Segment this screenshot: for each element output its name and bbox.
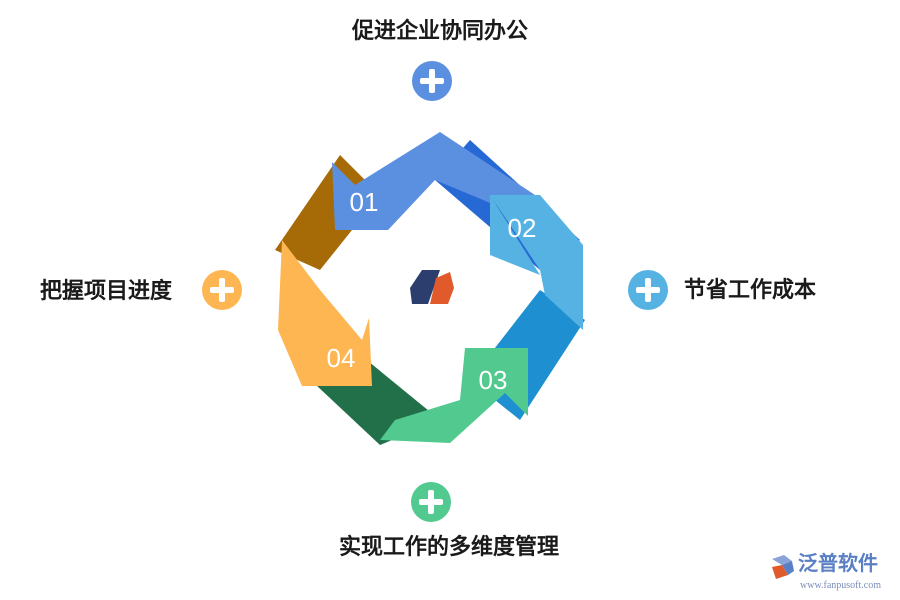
label-02: 节省工作成本 bbox=[684, 278, 817, 303]
watermark: 泛普软件 www.fanpusoft.com bbox=[768, 551, 893, 597]
arrow-04 bbox=[278, 240, 372, 386]
watermark-name: 泛普软件 bbox=[798, 551, 878, 575]
label-01: 促进企业协同办公 bbox=[352, 19, 529, 44]
arrow-02 bbox=[490, 195, 583, 330]
label-04: 把握项目进度 bbox=[40, 279, 173, 304]
number-04: 04 bbox=[327, 343, 356, 373]
plus-icon-02 bbox=[628, 270, 668, 310]
number-02: 02 bbox=[508, 213, 537, 243]
plus-icon-01 bbox=[412, 61, 452, 101]
center-logo-icon bbox=[410, 270, 454, 304]
arrow-01 bbox=[332, 132, 535, 230]
number-01: 01 bbox=[350, 187, 379, 217]
watermark-logo-icon bbox=[772, 555, 794, 579]
plus-icon-03 bbox=[411, 482, 451, 522]
number-03: 03 bbox=[479, 365, 508, 395]
plus-icon-04 bbox=[202, 270, 242, 310]
watermark-url: www.fanpusoft.com bbox=[800, 580, 882, 591]
label-03: 实现工作的多维度管理 bbox=[339, 535, 560, 560]
arrow-03 bbox=[380, 348, 528, 443]
